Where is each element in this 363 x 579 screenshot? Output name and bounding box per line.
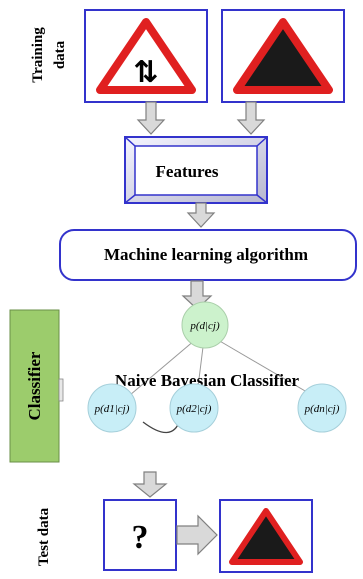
svg-text:p(d1|cj): p(d1|cj) — [94, 403, 130, 415]
training-image-1: ⇅ — [84, 9, 208, 103]
classifier-name: Naive Bayesian Classifier — [115, 371, 300, 390]
arrow-training-1 — [136, 101, 166, 135]
two-way-traffic-sign-icon: ⇅ — [96, 18, 196, 94]
svg-text:data: data — [52, 40, 68, 69]
svg-text:p(d2|cj): p(d2|cj) — [176, 403, 212, 415]
arrow-classifier-to-test — [132, 471, 168, 498]
question-mark: ? — [132, 519, 149, 556]
node-dn: p(dn|cj) — [297, 383, 347, 433]
svg-text:p(dn|cj): p(dn|cj) — [304, 403, 340, 415]
features-label: Features — [156, 162, 219, 181]
svg-text:p(d|cj): p(d|cj) — [189, 320, 220, 332]
features-box: Features — [124, 136, 268, 204]
training-data-label: Training data — [30, 27, 68, 83]
node-top: p(d|cj) — [181, 301, 229, 349]
arrow-features-to-algorithm — [186, 202, 216, 228]
classifier-tab: Classifier — [9, 309, 64, 463]
training-image-2 — [221, 9, 345, 103]
arrow-test-to-result — [176, 514, 218, 556]
test-data-label: Test data — [36, 507, 52, 566]
svg-text:⇅: ⇅ — [133, 55, 158, 90]
triangle-warning-sign-icon — [233, 18, 333, 94]
classifier-tab-label: Classifier — [25, 351, 44, 420]
result-image — [219, 499, 313, 573]
algorithm-box: Machine learning algorithm — [59, 229, 357, 281]
triangle-warning-sign-icon — [229, 508, 303, 565]
arrow-training-2 — [236, 101, 266, 135]
svg-text:Training: Training — [30, 27, 46, 83]
node-d1: p(d1|cj) — [87, 383, 137, 433]
node-d2: p(d2|cj) — [169, 383, 219, 433]
algorithm-label: Machine learning algorithm — [104, 245, 308, 264]
test-image: ? — [103, 499, 177, 571]
